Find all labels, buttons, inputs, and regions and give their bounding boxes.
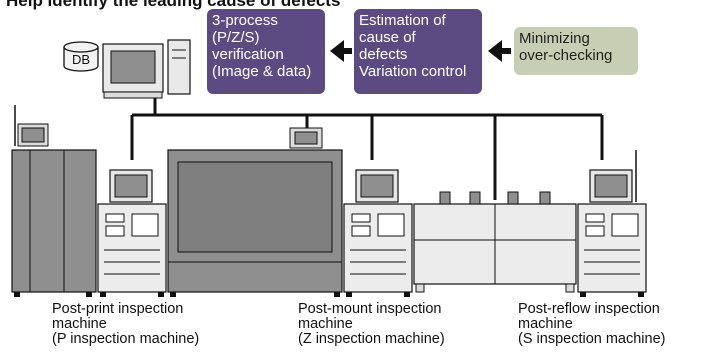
diagram-title: Help identify the leading cause of defec… xyxy=(6,0,341,10)
p-machine-caption: Post-print inspection machine (P inspect… xyxy=(52,301,200,347)
p-inspection-machine xyxy=(97,169,167,297)
reflow-oven xyxy=(413,191,577,293)
printer-machine xyxy=(11,105,97,297)
db-label: DB xyxy=(72,52,90,67)
s-machine-caption: Post-reflow inspection machine (S inspec… xyxy=(518,301,666,347)
database-icon: DB xyxy=(63,41,99,72)
network-cables xyxy=(130,95,604,200)
z-machine-caption: Post-mount inspection machine (Z inspect… xyxy=(298,301,445,347)
z-inspection-machine xyxy=(343,169,413,297)
mounter-machine xyxy=(167,127,343,297)
arrow-left-icon xyxy=(488,40,511,62)
verification-box: 3-process (P/Z/S) verification (Image & … xyxy=(207,9,325,94)
estimation-box: Estimation of cause of defects Variation… xyxy=(354,9,482,94)
central-computer xyxy=(102,39,191,99)
arrow-left-icon xyxy=(330,40,352,62)
s-inspection-machine xyxy=(577,150,647,297)
minimizing-box: Minimizing over-checking xyxy=(514,27,638,75)
